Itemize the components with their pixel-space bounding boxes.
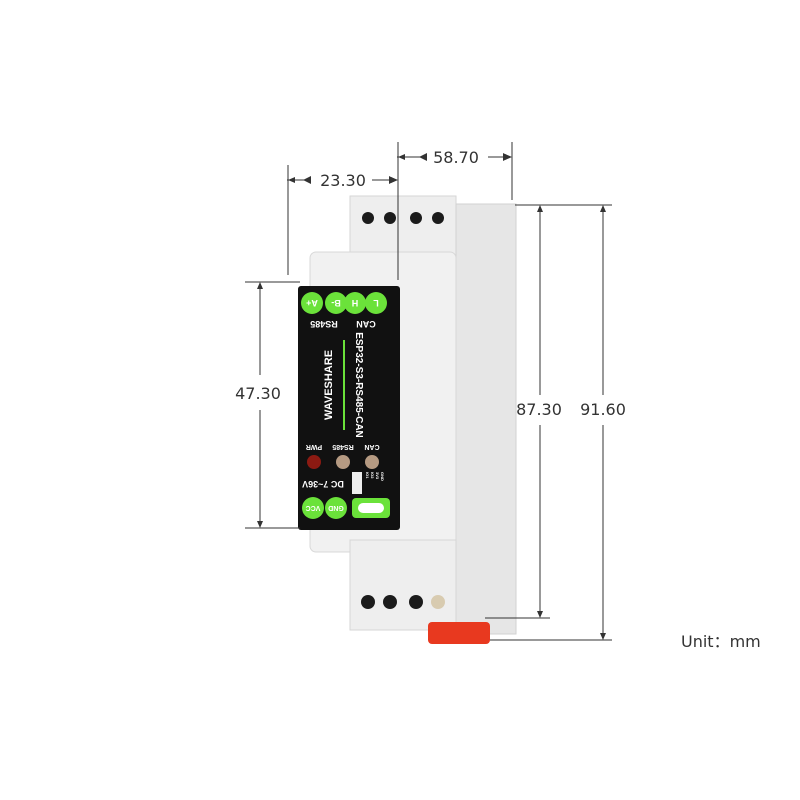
- din-rail-clip[interactable]: [428, 622, 490, 644]
- front-panel: [298, 286, 400, 530]
- depth-label: 58.70: [433, 148, 479, 167]
- led-label-rs485: RS485: [332, 443, 354, 450]
- front-width-label: 23.30: [320, 171, 366, 190]
- brand-logo: WAVESHARE: [323, 350, 335, 420]
- unit-label: Unit：mm: [681, 632, 761, 651]
- front-height-label: 47.30: [235, 384, 281, 403]
- terminal-a-plus: A+: [306, 298, 318, 308]
- pin-3v3: 3V3: [375, 472, 380, 480]
- pin-io1: IO1: [365, 472, 370, 479]
- device-body: A+ B- H L RS485 CAN WAVESHARE ESP32-S3-R…: [298, 195, 517, 644]
- terminal-b-minus: B-: [331, 298, 341, 308]
- pwr-led: [307, 455, 321, 469]
- rs485-led: [336, 455, 350, 469]
- body-height-label: 87.30: [516, 400, 562, 419]
- rs485-group-label: RS485: [310, 319, 338, 329]
- can-group-label: CAN: [356, 319, 376, 329]
- total-height-label: 91.60: [580, 400, 626, 419]
- led-label-can: CAN: [364, 443, 379, 450]
- terminal-vcc: VCC: [306, 504, 321, 511]
- terminal-gnd: GND: [328, 504, 344, 511]
- top-terminal-screws: [362, 212, 444, 224]
- status-leds: PWR RS485 CAN: [306, 443, 380, 469]
- can-led: [365, 455, 379, 469]
- model-name: ESP32-S3-RS485-CAN: [353, 332, 364, 438]
- bottom-terminal-screws: [361, 595, 445, 609]
- pin-gnd: GND: [380, 472, 385, 481]
- pin-header: [352, 472, 362, 494]
- power-label: DC 7~36V: [302, 479, 344, 489]
- terminal-l: L: [373, 298, 379, 308]
- terminal-h: H: [352, 298, 359, 308]
- top-terminals: A+ B- H L RS485 CAN: [301, 292, 387, 329]
- pin-io2: IO2: [370, 472, 375, 479]
- led-label-pwr: PWR: [306, 443, 322, 450]
